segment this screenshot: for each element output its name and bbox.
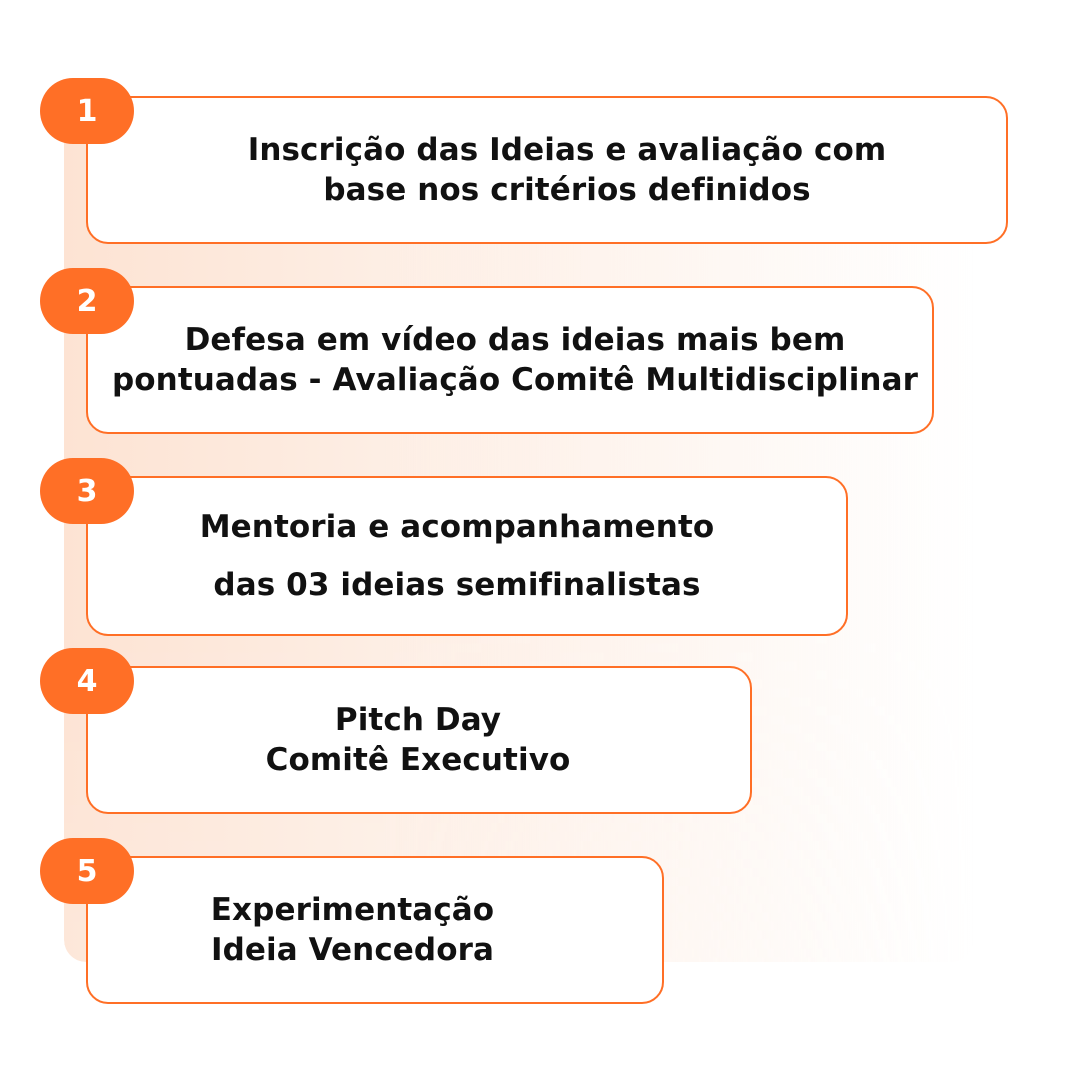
step-number-badge: 1 — [40, 78, 134, 144]
step-number-badge: 2 — [40, 268, 134, 334]
step-number-badge: 5 — [40, 838, 134, 904]
step-text: Defesa em vídeo das ideias mais bem pont… — [111, 322, 919, 398]
step-text: Pitch Day Comitê Executivo — [265, 702, 571, 778]
step-card-5: Experimentação Ideia Vencedora — [86, 856, 664, 1004]
step-text: Mentoria e acompanhamento das 03 ideias … — [199, 509, 715, 603]
step-card-4: Pitch Day Comitê Executivo — [86, 666, 752, 814]
step-text: Inscrição das Ideias e avaliação com bas… — [247, 132, 887, 208]
step-number-badge: 4 — [40, 648, 134, 714]
step-card-2: Defesa em vídeo das ideias mais bem pont… — [86, 286, 934, 434]
step-number-badge: 3 — [40, 458, 134, 524]
step-card-3: Mentoria e acompanhamento das 03 ideias … — [86, 476, 848, 636]
step-text: Experimentação Ideia Vencedora — [210, 892, 495, 968]
step-card-1: Inscrição das Ideias e avaliação com bas… — [86, 96, 1008, 244]
